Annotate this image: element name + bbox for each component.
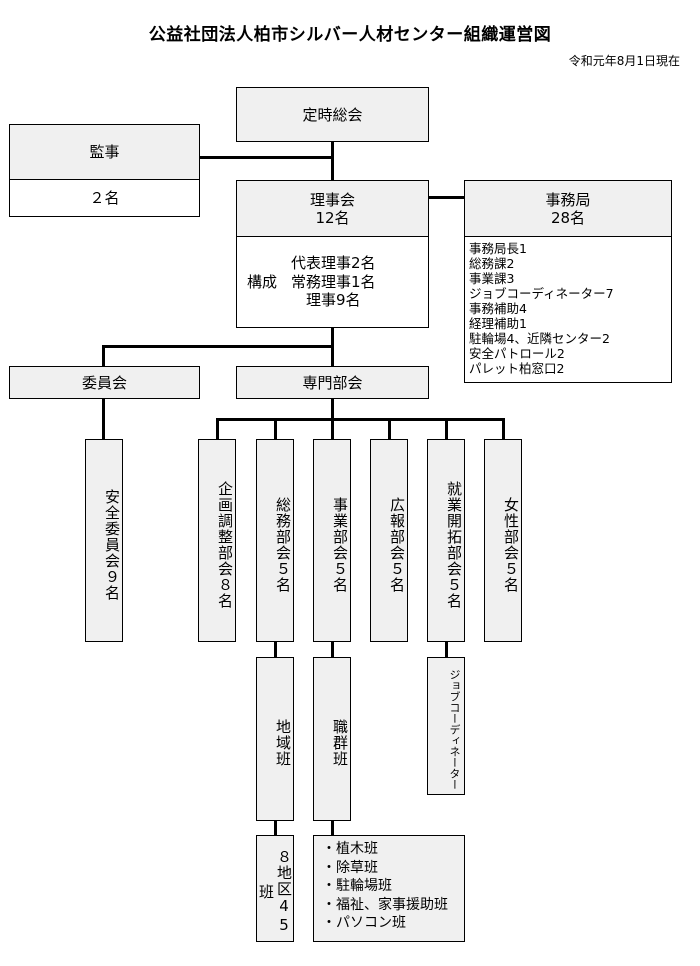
committee-label: 委員会 — [81, 373, 127, 392]
page-title: 公益社団法人柏市シルバー人材センター組織運営図 — [148, 25, 552, 45]
staff-item: 駐輪場4、近隣センター2 — [469, 331, 610, 346]
general-meeting-box: 定時総会 — [236, 87, 429, 142]
secretariat-staff-box: 事務局長1 総務課2 事業課3 ジョブコーディネーター7 事務補助4 経理補助1… — [464, 236, 672, 383]
department-general-affairs: 総務部会５名 — [256, 439, 294, 642]
safety-committee-box: 安全委員会９名 — [85, 439, 123, 642]
as-of-date: 令和元年8月1日現在 — [568, 54, 680, 68]
department-pr: 広報部会５名 — [370, 439, 408, 642]
area-detail-box: ８地区45班 — [256, 835, 294, 942]
staff-item: 総務課2 — [469, 256, 515, 271]
connector — [216, 418, 504, 421]
area-detail-label: ８地区45班 — [257, 848, 293, 935]
department-job-development: 就業開拓部会５名 — [427, 439, 465, 642]
job-team-list-box: ・植木班 ・除草班 ・駐輪場班 ・福祉、家事援助班 ・パソコン班 — [313, 835, 465, 942]
job-team-box: 職群班 — [313, 657, 351, 821]
department-women: 女性部会５名 — [484, 439, 522, 642]
department-label: 総務部会５名 — [274, 496, 292, 593]
job-team-item: ・福祉、家事援助班 — [322, 896, 448, 913]
staff-item: 安全パトロール2 — [469, 346, 565, 361]
board-box: 理事会 12名 — [236, 180, 429, 237]
auditor-box: 監事 — [9, 124, 200, 180]
board-count: 12名 — [315, 208, 350, 227]
department-label: 女性部会５名 — [502, 496, 520, 593]
connector — [274, 418, 277, 440]
connector — [102, 398, 105, 440]
connector — [200, 156, 333, 159]
connector — [331, 820, 334, 836]
composition-item: 常務理事1名 — [291, 272, 376, 291]
job-coordinator-label: ジョブコーディネーター — [448, 668, 461, 790]
departments-label: 専門部会 — [302, 373, 363, 392]
connector — [331, 141, 334, 181]
departments-box: 専門部会 — [236, 366, 429, 399]
secretariat-label: 事務局 — [545, 190, 591, 209]
connector — [502, 418, 505, 440]
job-team-item: ・駐輪場班 — [322, 878, 392, 894]
job-team-label: 職群班 — [331, 719, 349, 767]
job-team-item: ・パソコン班 — [322, 915, 406, 931]
composition-item: 代表理事2名 — [291, 254, 376, 273]
connector — [331, 418, 334, 440]
staff-item: 事業課3 — [469, 271, 515, 286]
staff-item: 事務補助4 — [469, 301, 527, 316]
job-team-item: ・除草班 — [322, 859, 378, 876]
board-composition-box: 構成 代表理事2名 常務理事1名 理事9名 — [236, 236, 429, 328]
connector — [428, 196, 464, 199]
department-planning: 企画調整部会８名 — [198, 439, 236, 642]
board-label: 理事会 — [309, 190, 355, 209]
staff-item: 経理補助1 — [469, 316, 527, 331]
job-coordinator-box: ジョブコーディネーター — [427, 657, 465, 795]
department-business: 事業部会５名 — [313, 439, 351, 642]
department-label: 企画調整部会８名 — [216, 480, 234, 609]
staff-item: 事務局長1 — [469, 241, 527, 256]
connector — [274, 642, 277, 658]
auditor-count-box: ２名 — [9, 179, 200, 217]
department-label: 事業部会５名 — [331, 496, 349, 593]
connector — [274, 820, 277, 836]
committee-box: 委員会 — [9, 366, 200, 399]
area-team-box: 地域班 — [256, 657, 294, 821]
connector — [331, 398, 334, 420]
job-team-item: ・植木班 — [322, 841, 378, 857]
safety-committee-label: 安全委員会９名 — [103, 488, 121, 601]
staff-item: ジョブコーディネーター7 — [469, 286, 614, 301]
auditor-count: ２名 — [89, 189, 120, 207]
secretariat-count: 28名 — [550, 208, 586, 227]
auditor-label: 監事 — [89, 143, 120, 161]
connector — [445, 642, 448, 658]
department-label: 就業開拓部会５名 — [445, 480, 463, 609]
connector — [102, 345, 105, 367]
composition-item: 理事9名 — [306, 291, 361, 310]
connector — [216, 418, 219, 440]
department-label: 広報部会５名 — [388, 496, 406, 593]
area-team-label: 地域班 — [274, 719, 292, 767]
staff-item: パレット柏窓口2 — [469, 361, 565, 376]
secretariat-box: 事務局 28名 — [464, 180, 672, 237]
general-meeting-label: 定時総会 — [302, 105, 363, 124]
composition-label: 構成 — [247, 273, 278, 291]
connector — [388, 418, 391, 440]
connector — [331, 642, 334, 658]
connector — [102, 345, 333, 348]
connector — [445, 418, 448, 440]
